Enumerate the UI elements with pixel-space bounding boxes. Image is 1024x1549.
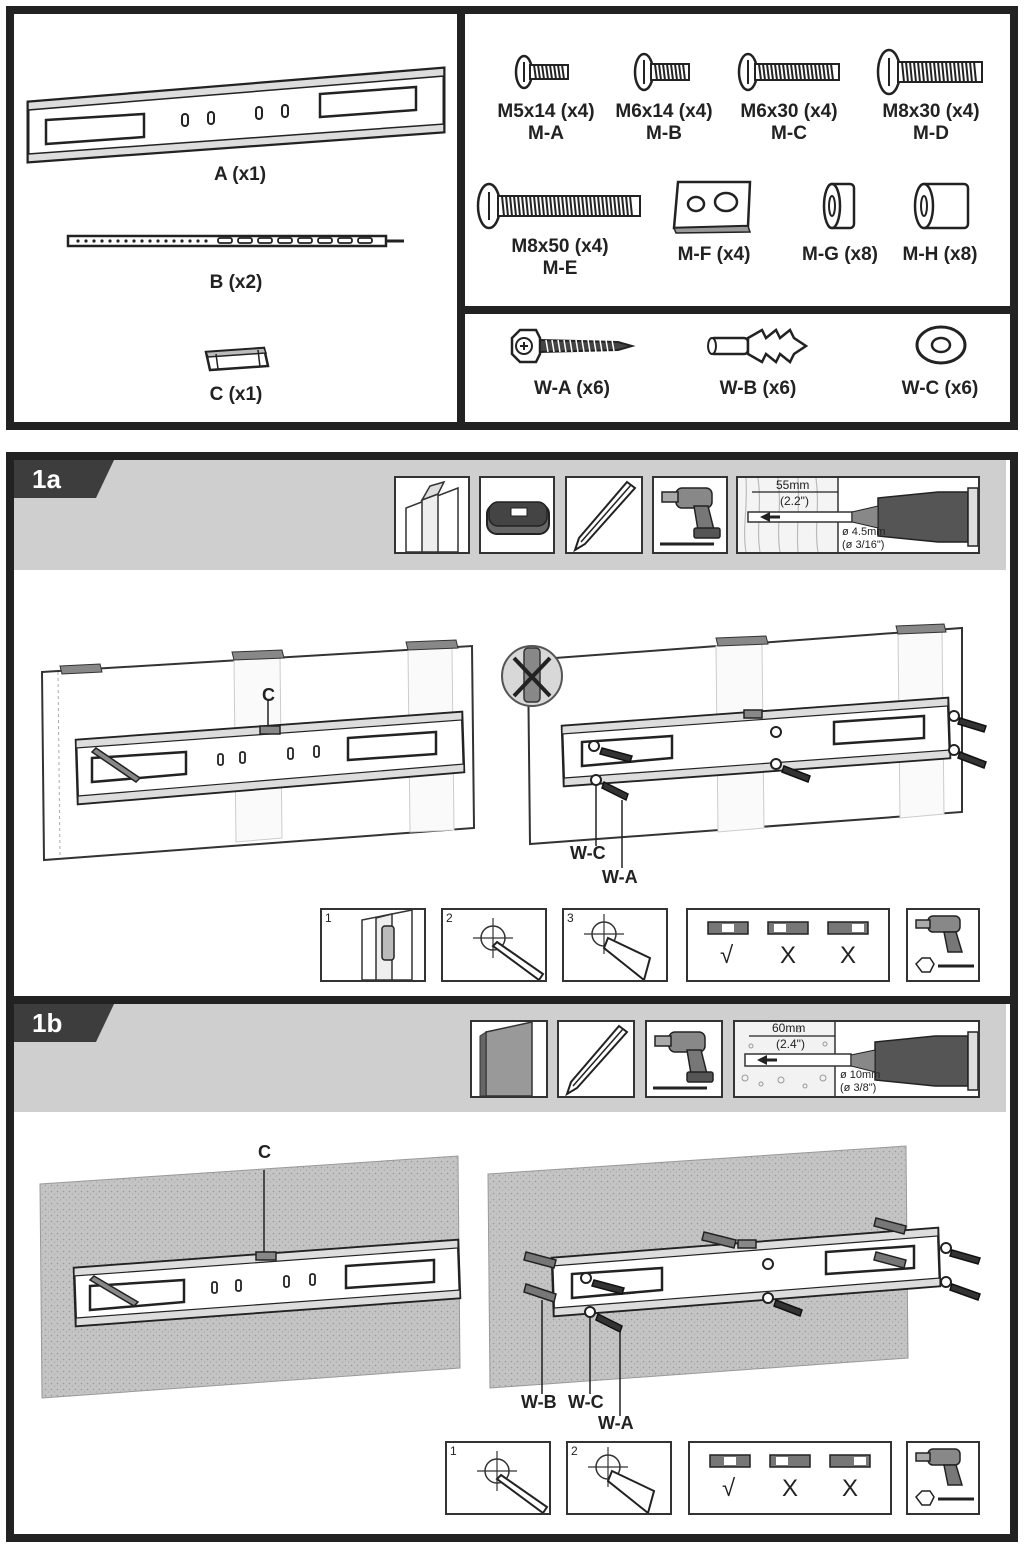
level-ok-mark-1b: √ (722, 1475, 736, 1502)
level-bad-mark-1a-2: X (840, 942, 857, 969)
wall-hw-w-b-label: W-B (x6) (719, 378, 797, 399)
washer-w-c-illustration (915, 325, 967, 365)
wood-screw-w-a-illustration (510, 328, 636, 364)
callout-wb-1b: W-B (521, 1392, 557, 1412)
substep-1a-2-box (441, 908, 547, 982)
part-c-clip-illustration (204, 346, 270, 372)
drill-depth-label-1a: 55mm (776, 478, 810, 492)
step-1b-level-bracket-illustration (39, 1155, 462, 1399)
spacer-m-g-illustration (822, 182, 856, 230)
screw-m-e-illustration (476, 182, 641, 230)
drill-depth-diagram-1a (736, 476, 980, 554)
drill-diameter-label-1a: ø 4.5mm (842, 526, 886, 538)
drill-icon (652, 476, 728, 554)
anchor-w-b-illustration (707, 328, 809, 364)
substep-1b-2-box (566, 1441, 672, 1515)
callout-wa-1a: W-A (602, 867, 638, 887)
drill-tools-box-1a (906, 908, 980, 982)
substep-1a-2-number: 2 (446, 911, 453, 925)
substep-1a-1-number: 1 (325, 911, 332, 925)
step-1a-level-bracket-illustration (40, 639, 476, 862)
drill-depth-label-1b: 60mm (772, 1021, 806, 1035)
screw-m-c-code: M-C (771, 123, 807, 144)
callout-wc-1b: W-C (568, 1392, 604, 1412)
step-1b-tag: 1b (14, 1004, 114, 1042)
screw-m-b-size: M6x14 (x4) (615, 101, 713, 122)
screw-m-b-illustration (633, 52, 690, 92)
hardware-box (457, 6, 1018, 314)
drill-depth-diagram-1b (733, 1020, 980, 1098)
substep-1a-3-box (562, 908, 668, 982)
screw-m-d-code: M-D (913, 123, 949, 144)
part-b-label: B (x2) (209, 272, 263, 293)
drill-diameter-inch-label-1b: (ø 3/8") (840, 1082, 877, 1094)
pencil-icon (565, 476, 643, 554)
substep-1a-1-box (320, 908, 426, 982)
screw-m-a-size: M5x14 (x4) (497, 101, 595, 122)
level-check-box-1b: √ X X (688, 1441, 892, 1515)
screw-m-c-size: M6x30 (x4) (740, 101, 838, 122)
level-bad-mark-1b-2: X (842, 1475, 859, 1502)
substep-1a-3-number: 3 (567, 911, 574, 925)
part-c-label: C (x1) (209, 384, 263, 405)
screw-m-e-code: M-E (542, 258, 578, 279)
substep-1b-1-box (445, 1441, 551, 1515)
callout-wc-1a: W-C (570, 843, 606, 863)
drill-tools-box-1b (906, 1441, 980, 1515)
spacer-m-g-label: M-G (x8) (802, 244, 878, 265)
plate-m-f-illustration (672, 180, 752, 234)
drill-icon-1b (645, 1020, 723, 1098)
spacer-m-h-label: M-H (x8) (902, 244, 978, 265)
step-1b-mounted-bracket-illustration (487, 1145, 981, 1416)
step-1a-tag: 1a (14, 460, 114, 498)
pencil-icon-1b (557, 1020, 635, 1098)
screw-m-e-size: M8x50 (x4) (511, 236, 609, 257)
stud-finder-icon (479, 476, 555, 554)
concrete-wall-icon (470, 1020, 548, 1098)
screw-m-a-illustration (514, 54, 569, 90)
drill-depth-inch-label-1b: (2.4") (776, 1037, 805, 1051)
screw-m-d-size: M8x30 (x4) (882, 101, 980, 122)
drill-diameter-label-1b: ø 10mm (840, 1069, 881, 1081)
level-bad-mark-1b-1: X (782, 1475, 799, 1502)
substep-1b-2-number: 2 (571, 1444, 578, 1458)
screw-m-b-code: M-B (646, 123, 682, 144)
drill-depth-inch-label-1a: (2.2") (780, 494, 809, 508)
step-divider (6, 996, 1018, 1004)
wall-hw-w-a-label: W-A (x6) (534, 378, 610, 399)
substep-1b-1-number: 1 (450, 1444, 457, 1458)
part-a-label: A (x1) (213, 164, 267, 185)
wall-hardware-box (457, 306, 1018, 430)
spacer-m-h-illustration (913, 182, 970, 230)
part-a-bracket-illustration (26, 66, 446, 164)
level-bad-mark-1a-1: X (780, 942, 797, 969)
callout-wa-1b: W-A (598, 1413, 634, 1433)
step-1a-mounted-bracket-illustration (501, 623, 987, 868)
callout-c-1a: C (262, 685, 275, 705)
callout-c-1b: C (258, 1142, 271, 1162)
screw-m-c-illustration (737, 52, 840, 92)
screw-m-d-illustration (876, 48, 983, 96)
drill-diameter-inch-label-1a: (ø 3/16") (842, 539, 885, 551)
screw-m-a-code: M-A (528, 123, 564, 144)
plate-m-f-label: M-F (x4) (677, 244, 751, 265)
level-ok-mark-1a: √ (720, 942, 734, 969)
wall-hw-w-c-label: W-C (x6) (901, 378, 979, 399)
part-b-rail-illustration (66, 234, 404, 248)
level-check-box-1a: √ X X (686, 908, 890, 982)
wood-stud-wall-icon (394, 476, 470, 554)
